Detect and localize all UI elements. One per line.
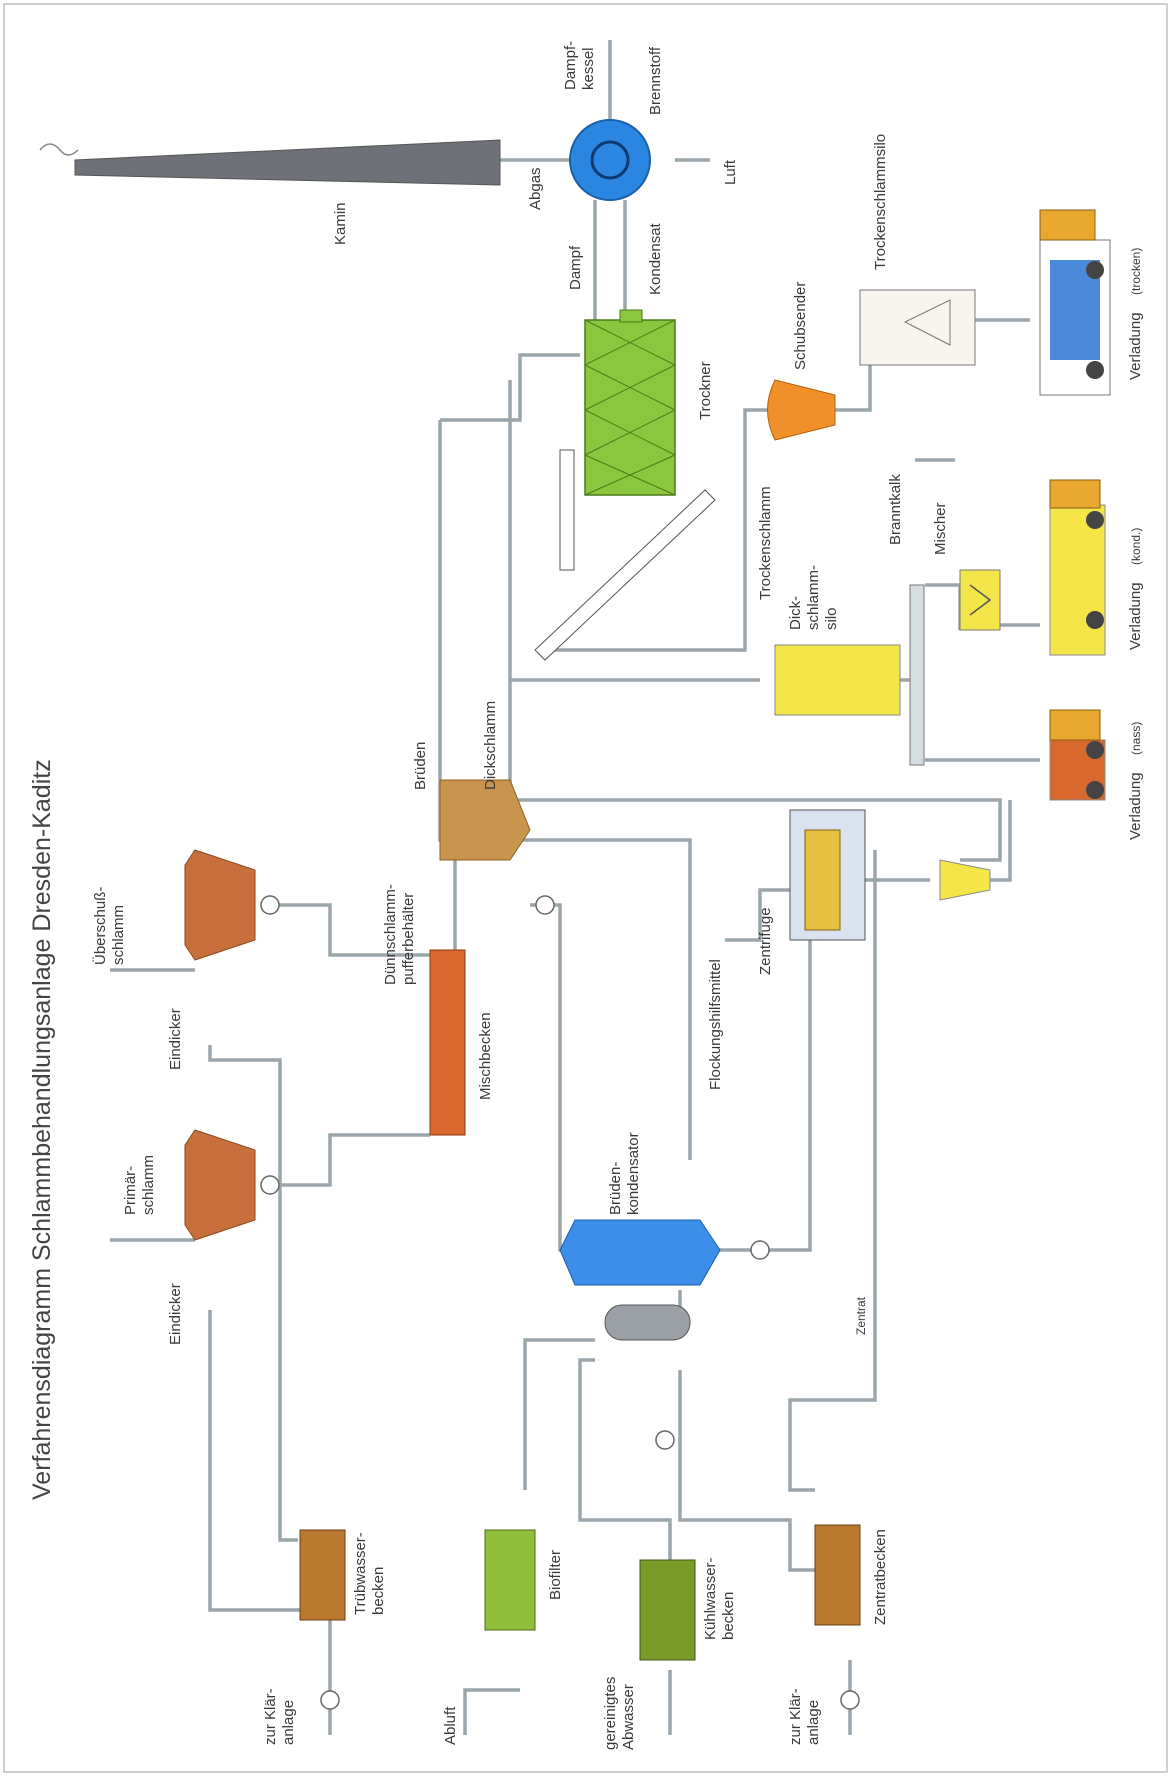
mixer-mischer <box>959 569 1001 631</box>
steam-boiler <box>569 119 651 201</box>
label-verladung-kond-sub: (kond.) <box>1129 528 1143 565</box>
label-bruden: Brüden <box>412 742 429 790</box>
label-luft: Luft <box>722 159 739 185</box>
thick-sludge-silo <box>774 644 901 716</box>
chimney-kamin <box>74 139 501 186</box>
dryer-trockner <box>584 309 676 496</box>
label-gereinigtes-2: Abwasser <box>620 1684 637 1750</box>
pump-t-icon <box>939 859 991 901</box>
thickener-uberschuss-body <box>184 849 256 961</box>
label-gereinigtes-1: gereinigtes <box>602 1677 619 1750</box>
truck-kond-icon <box>1049 479 1106 656</box>
thin-sludge-buffer-tank <box>439 779 531 861</box>
label-verladung-nass: Verladung <box>1127 772 1144 840</box>
label-abluft: Abluft <box>442 1706 459 1745</box>
diagram-title: Verfahrensdiagramm Schlammbehandlungsanl… <box>28 759 56 1500</box>
label-dunnschlamm-2: pufferbehälter <box>400 893 417 985</box>
label-zentrat: Zentrat <box>854 1296 868 1335</box>
label-trockenschlamm: Trockenschlamm <box>757 486 774 600</box>
label-dickschlammsilo-1: Dick- <box>787 596 804 630</box>
push-sender-schubsender <box>767 379 836 441</box>
screw-conveyor-vertical <box>559 449 575 571</box>
label-dickschlammsilo-3: silo <box>823 607 840 630</box>
label-mischer: Mischer <box>932 502 949 555</box>
label-zur-klar-1b: anlage <box>280 1700 297 1745</box>
label-zentratbecken: Zentratbecken <box>872 1529 889 1625</box>
page-frame <box>3 3 1168 1773</box>
cooling-water-basin <box>639 1559 696 1661</box>
label-dunnschlamm-1: Dünnschlamm- <box>382 884 399 985</box>
label-primar-1: Primär- <box>122 1166 139 1215</box>
label-trubwasser-2: becken <box>370 1567 387 1615</box>
label-dickschlammsilo-2: schlamm- <box>805 565 822 630</box>
distributor-bar <box>909 584 925 766</box>
screw-conveyor-diagonal <box>534 489 716 661</box>
label-branntkalk: Branntkalk <box>887 474 904 545</box>
label-eindicker-2: Eindicker <box>167 1283 184 1345</box>
label-trockner: Trockner <box>697 361 714 420</box>
label-uberschuss-2: schlamm <box>110 905 127 965</box>
label-zentrifuge: Zentrifuge <box>757 907 774 975</box>
label-verladung-kond: Verladung <box>1127 582 1144 650</box>
label-trubwasser-1: Trübwasser- <box>352 1532 369 1615</box>
label-zur-klar-1a: zur Klär- <box>262 1688 279 1745</box>
biofilter <box>484 1529 536 1631</box>
label-kamin: Kamin <box>332 202 349 245</box>
label-uberschuss-1: Überschuß- <box>91 887 109 965</box>
truck-nass-icon <box>1049 709 1106 801</box>
label-verladung-nass-sub: (nass) <box>1129 722 1143 755</box>
mixer-icon <box>969 584 992 616</box>
label-verladung-trocken-sub: (trocken) <box>1129 248 1143 295</box>
label-primar-2: schlamm <box>140 1155 157 1215</box>
label-kuhlwasser-2: becken <box>720 1592 737 1640</box>
label-eindicker-1: Eindicker <box>167 1008 184 1070</box>
label-bruden-kond-2: kondensator <box>625 1132 642 1215</box>
label-trockenschlammsilo: Trockenschlammsilo <box>872 134 889 270</box>
truck-trocken-icon <box>1039 209 1111 396</box>
label-dickschlamm: Dickschlamm <box>482 701 499 790</box>
collector-tank <box>604 1304 691 1341</box>
label-dampfkessel-1: Dampf- <box>562 41 579 90</box>
vapor-condenser <box>559 1219 721 1286</box>
label-flockungshilfsmittel: Flockungshilfsmittel <box>707 959 724 1090</box>
boiler-inner-icon <box>590 140 630 180</box>
turbid-water-basin <box>299 1529 346 1621</box>
label-dampfkessel-2: kessel <box>580 47 597 90</box>
label-zur-klar-2b: anlage <box>805 1700 822 1745</box>
label-verladung-trocken: Verladung <box>1127 312 1144 380</box>
label-zur-klar-2a: zur Klär- <box>787 1688 804 1745</box>
pumps <box>260 895 860 1710</box>
dry-sludge-silo <box>859 289 976 366</box>
smoke-icon <box>39 143 79 156</box>
centrifuge-zentrifuge <box>789 809 866 941</box>
label-mischbecken: Mischbecken <box>477 1012 494 1100</box>
label-kuhlwasser-1: Kühlwasser- <box>702 1557 719 1640</box>
label-biofilter: Biofilter <box>547 1550 564 1600</box>
label-dampf: Dampf <box>567 245 584 290</box>
label-abgas: Abgas <box>527 167 544 210</box>
label-bruden-kond-1: Brüden- <box>607 1162 624 1215</box>
centrate-basin <box>814 1524 861 1626</box>
mixing-tank-mischbecken <box>429 949 466 1136</box>
pipes <box>110 40 1040 1735</box>
thickener-primar-body <box>184 1129 256 1241</box>
label-brennstoff: Brennstoff <box>647 46 664 115</box>
label-schubsender: Schubsender <box>792 282 809 370</box>
label-kondensat: Kondensat <box>647 222 664 295</box>
